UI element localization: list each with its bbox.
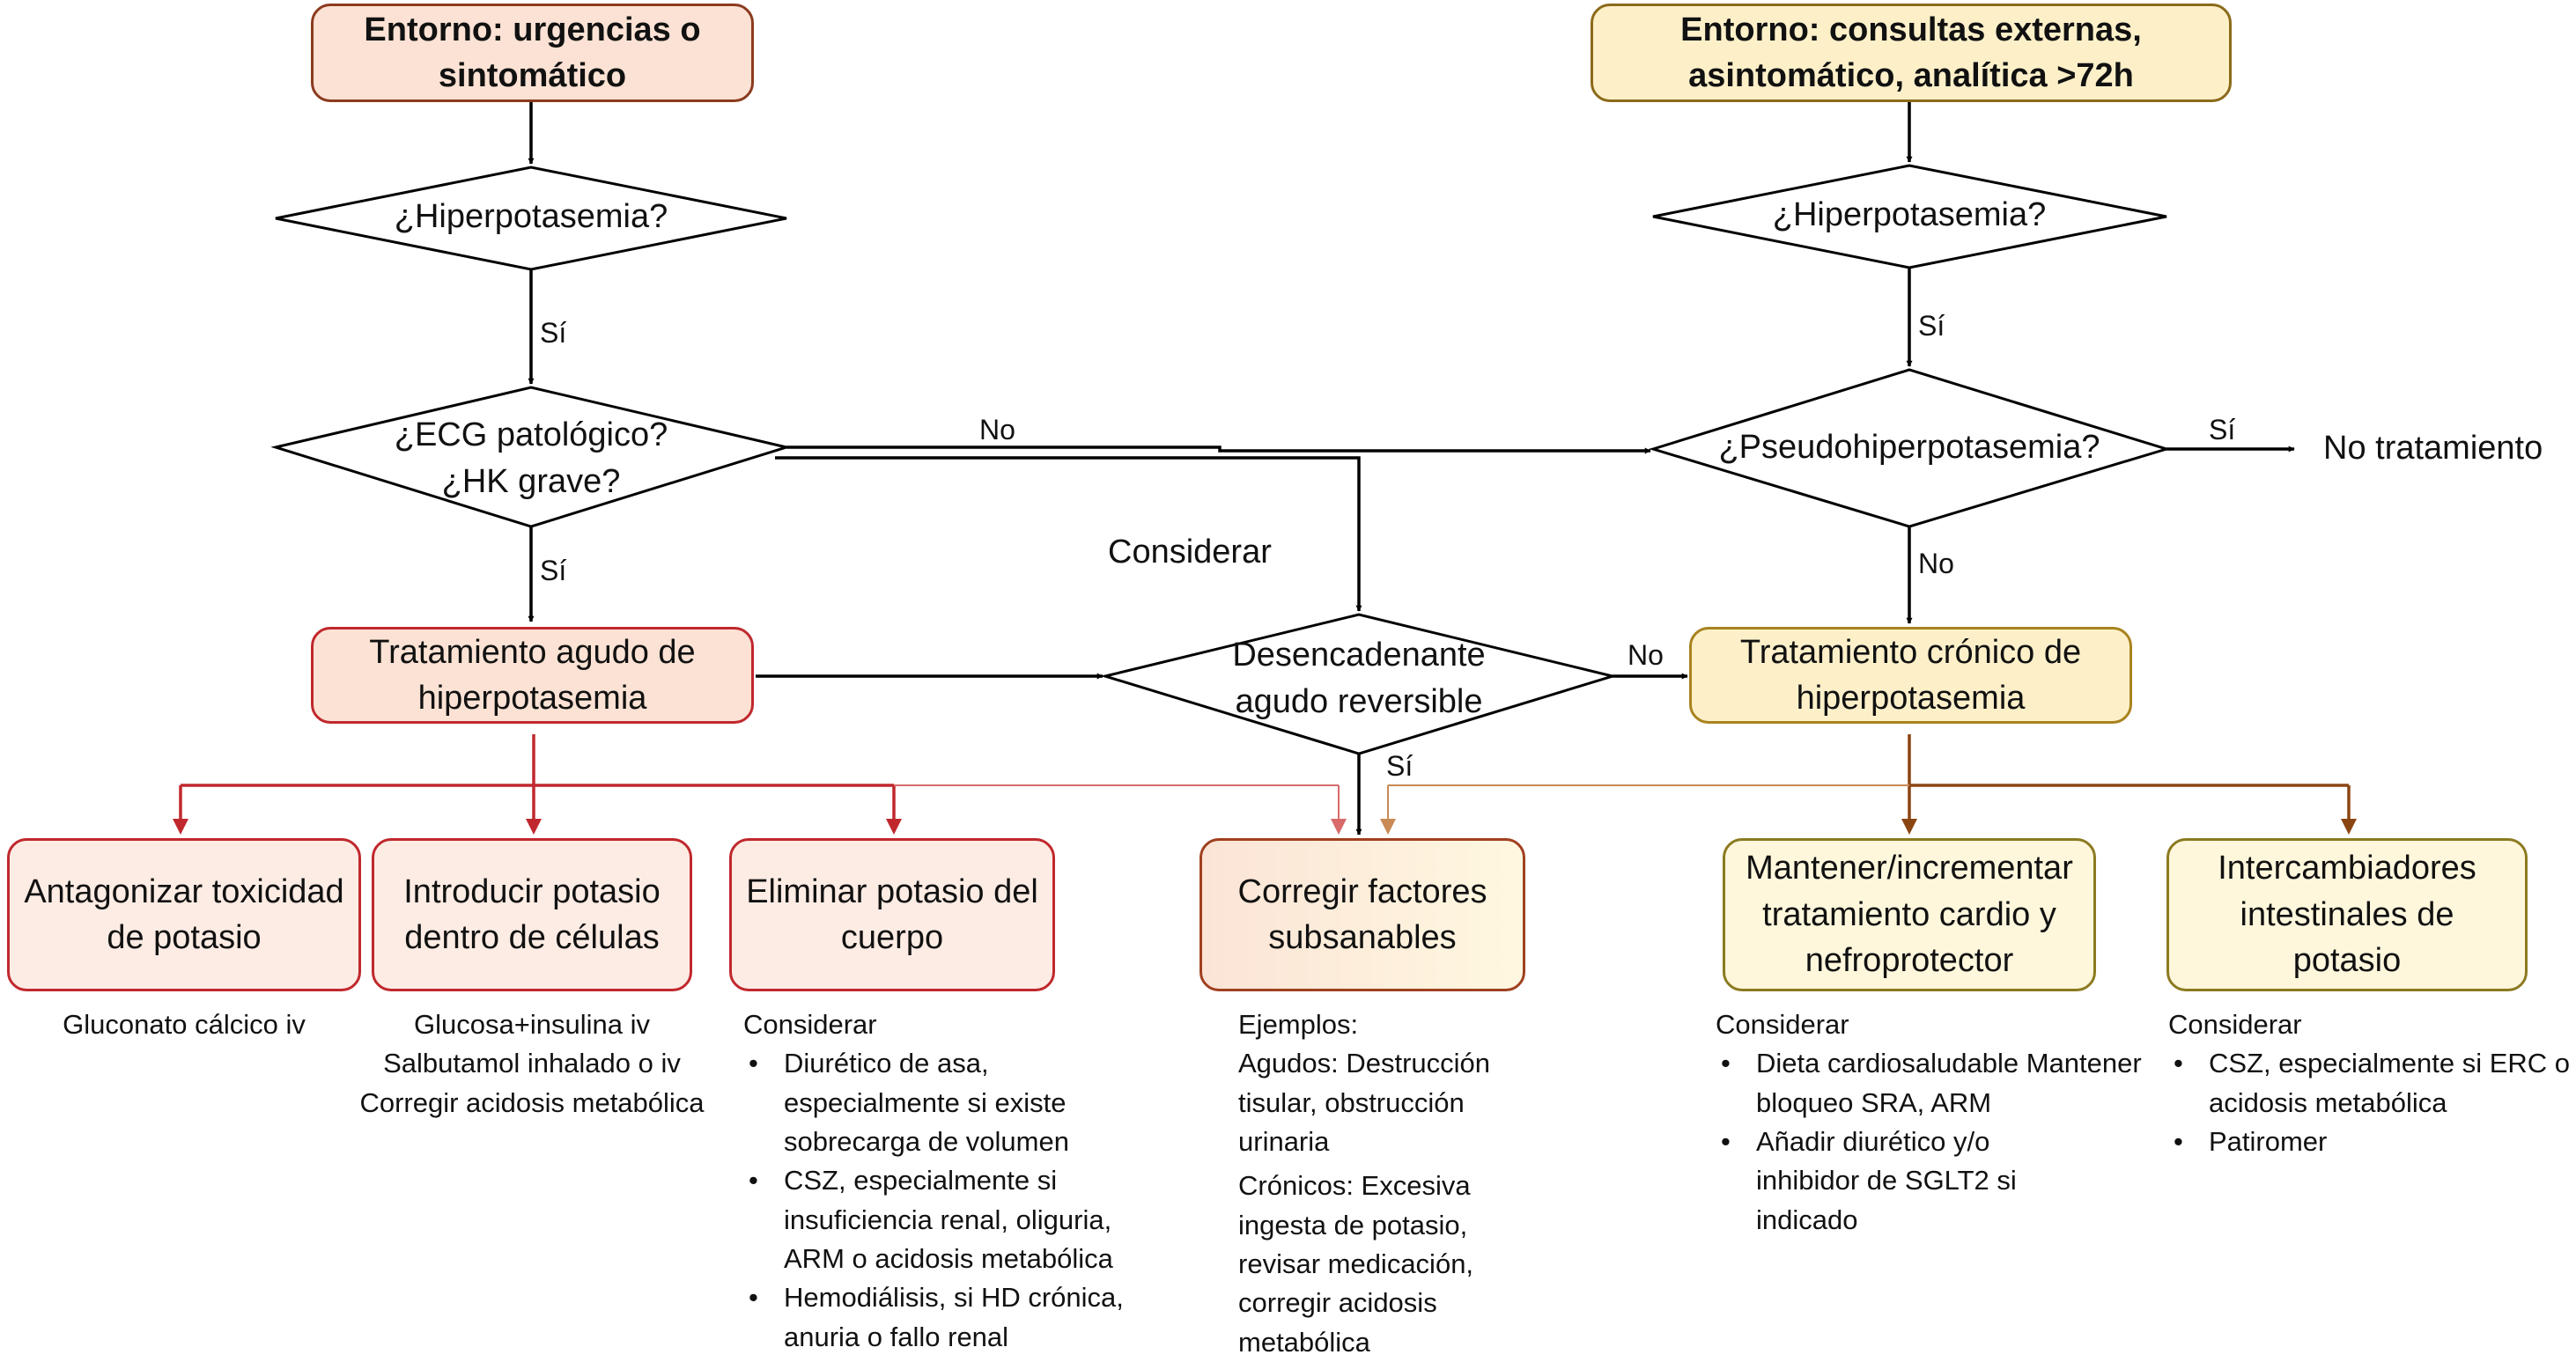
notes-exchangers: Considerar CSZ, especialmente si ERC o a… (2168, 1005, 2573, 1162)
brown-thin-connector (1380, 784, 1909, 835)
note-heading: Considerar (1716, 1009, 1849, 1040)
chronic-treatment-box: Tratamiento crónico de hiperpotasemia (1689, 627, 2132, 724)
red-connectors (181, 734, 894, 787)
arrowhead-antagonize (173, 819, 188, 835)
note-item: Diurético de asa, especialmente si exist… (743, 1044, 1157, 1161)
note-item: Añadir diurético y/o inhibidor de SGLT2 … (1716, 1123, 2073, 1240)
note-item: Dieta cardiosaludable Mantener bloqueo S… (1716, 1044, 2144, 1123)
no-treatment-label: No tratamiento (2323, 430, 2543, 467)
note-list: Dieta cardiosaludable Mantener bloqueo S… (1716, 1044, 2156, 1240)
note-list: Diurético de asa, especialmente si exist… (743, 1044, 1157, 1357)
note-heading: Considerar (2168, 1009, 2302, 1040)
note-heading: Ejemplos: (1238, 1009, 1359, 1040)
edge-label-si-1: Sí (540, 317, 567, 349)
red-arrowheads (173, 785, 902, 835)
correct-box: Corregir factores subsanables (1199, 838, 1525, 991)
notes-introduce: Glucosa+insulina iv Salbutamol inhalado … (336, 1005, 727, 1123)
edge-label-si-trigger: Sí (1386, 750, 1413, 782)
note-line: Glucosa+insulina iv (414, 1009, 650, 1040)
decision-text-trigger: Desencadenante agudo reversible (1183, 632, 1535, 725)
decision-diamond-hiper-left (275, 166, 787, 271)
edge-label-no-trigger: No (1628, 639, 1664, 671)
note-item: Hemodiálisis, si HD crónica, anuria o fa… (743, 1278, 1157, 1357)
decision-text-ecg-line1: ¿ECG patológico? (394, 416, 668, 453)
arrow-ecg-to-trigger (775, 456, 1362, 612)
notes-maintain: Considerar Dieta cardiosaludable Mantene… (1716, 1005, 2156, 1240)
note-chronic-examples: Crónicos: Excesiva ingesta de potasio, r… (1238, 1170, 1474, 1358)
note-item: CSZ, especialmente si ERC o acidosis met… (2168, 1044, 2573, 1123)
introduce-box: Introducir potasio dentro de células (372, 838, 692, 991)
red-thin-connector (894, 784, 1347, 835)
eliminate-box: Eliminar potasio del cuerpo (729, 838, 1055, 991)
note-line: Corregir acidosis metabólica (359, 1086, 705, 1118)
decision-text-ecg-line2: ¿HK grave? (441, 463, 621, 501)
note-item: Patiromer (2168, 1123, 2573, 1162)
decision-diamond-hiper-right (1652, 164, 2167, 269)
decision-text-trigger-line2: agudo reversible (1235, 683, 1483, 721)
arrowhead-eliminate (886, 819, 902, 835)
black-connectors (528, 97, 2295, 836)
arrowhead-maintain (1901, 819, 1917, 835)
brown-connectors (1908, 734, 2351, 819)
edge-label-no-pseudo: No (1918, 548, 1954, 579)
edge-label-si-2: Sí (540, 555, 567, 586)
arrowhead-correct-red (1331, 819, 1347, 835)
decision-text-hiper-right: ¿Hiperpotasemia? (1772, 196, 2047, 233)
note-line: Salbutamol inhalado o iv (383, 1048, 681, 1079)
edge-label-si-pseudo: Sí (2209, 414, 2236, 445)
edge-label-no-ecg: No (979, 414, 1015, 445)
arrowhead-correct-brown (1380, 819, 1396, 835)
acute-treatment-box: Tratamiento agudo de hiperpotasemia (311, 627, 754, 724)
note-acute-examples: Agudos: Destrucción tisular, obstrucción… (1238, 1048, 1491, 1157)
header-consultas: Entorno: consultas externas, asintomátic… (1591, 4, 2232, 102)
note-heading: Considerar (743, 1009, 877, 1040)
arrowhead-introduce (526, 819, 542, 835)
edge-label-si-right: Sí (1918, 310, 1945, 342)
arrowhead-exchangers (2341, 819, 2357, 835)
decision-text-pseudo: ¿Pseudohiperpotasemia? (1718, 429, 2100, 466)
note-line: Gluconato cálcico iv (63, 1009, 306, 1040)
notes-correct: Ejemplos: Agudos: Destrucción tisular, o… (1238, 1005, 1529, 1362)
notes-eliminate: Considerar Diurético de asa, especialmen… (743, 1005, 1157, 1357)
decision-text-hiper-left: ¿Hiperpotasemia? (394, 198, 668, 235)
edge-label-considerar: Considerar (1108, 534, 1272, 571)
maintain-box: Mantener/incrementar tratamiento cardio … (1723, 838, 2096, 991)
notes-antagonize: Gluconato cálcico iv (7, 1005, 361, 1044)
header-urgencias: Entorno: urgencias o sintomático (311, 4, 754, 102)
note-list: CSZ, especialmente si ERC o acidosis met… (2168, 1044, 2573, 1161)
arrow-ecg-no-to-pseudo (786, 445, 1651, 454)
exchangers-box: Intercambiadores intestinales de potasio (2166, 838, 2528, 991)
decision-text-trigger-line1: Desencadenante (1232, 637, 1486, 674)
decision-text-ecg: ¿ECG patológico? ¿HK grave? (337, 412, 725, 505)
note-item: CSZ, especialmente si insuficiencia rena… (743, 1161, 1157, 1278)
antagonize-box: Antagonizar toxicidad de potasio (7, 838, 361, 991)
